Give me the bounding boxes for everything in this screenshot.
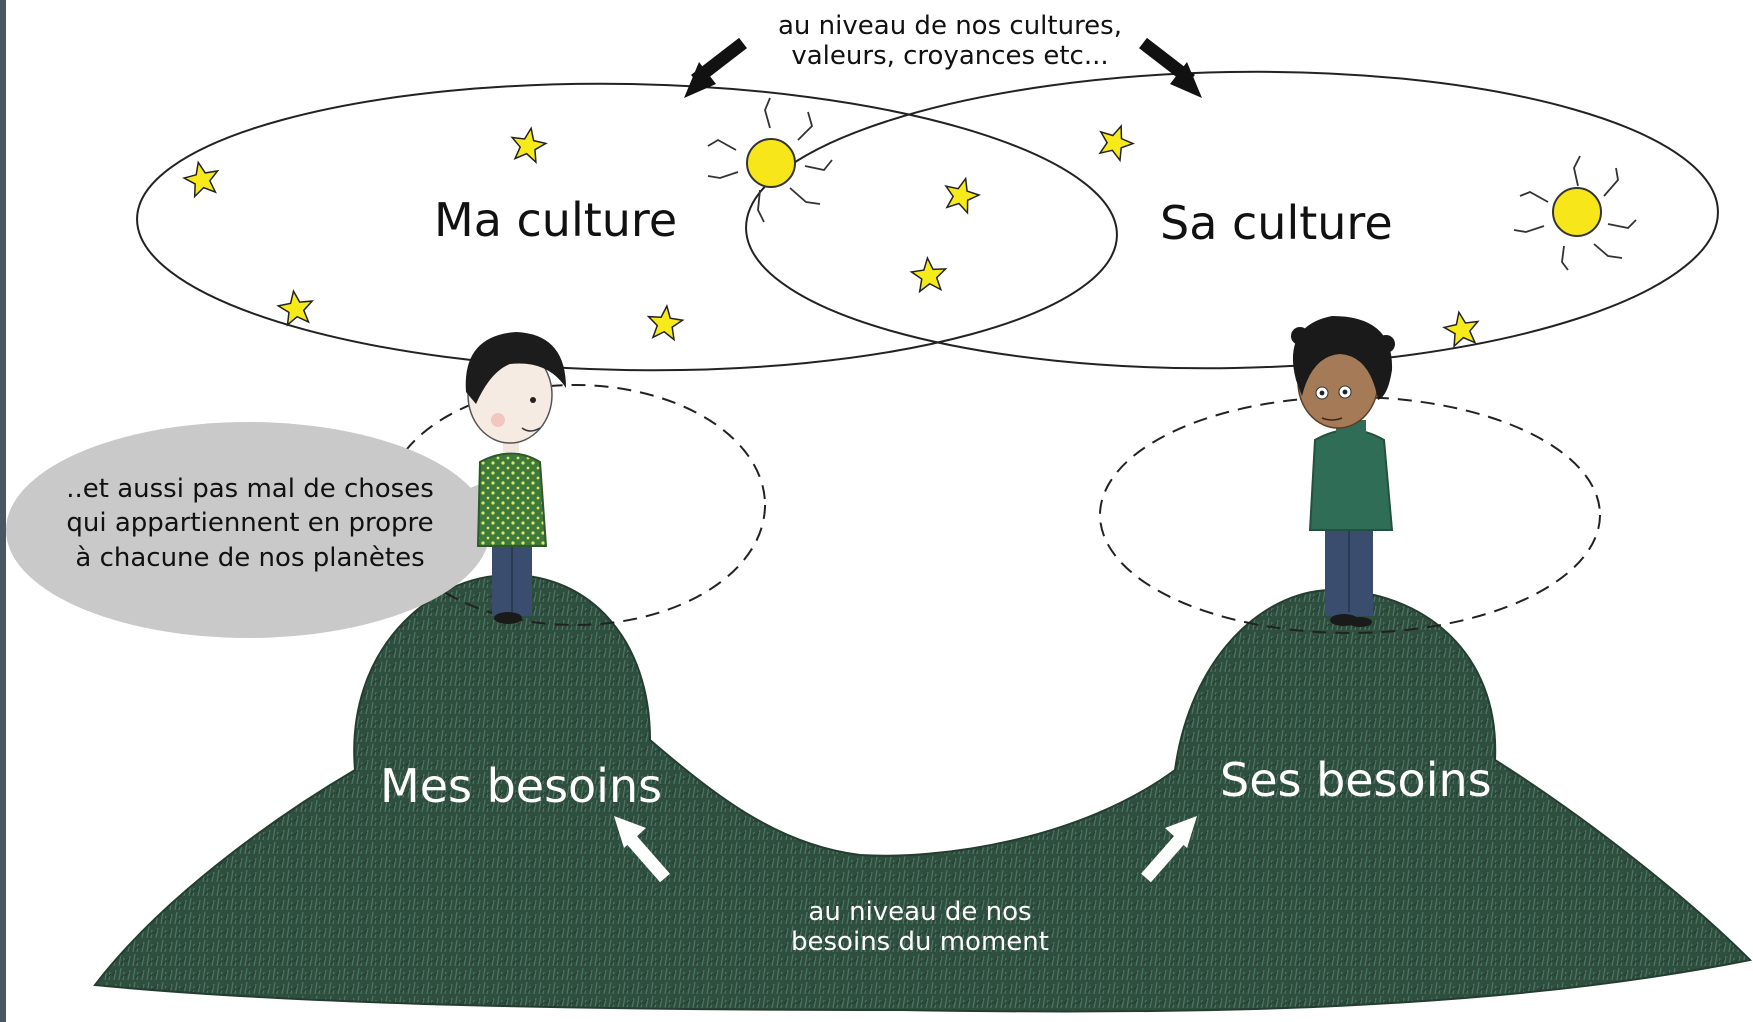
my-needs-label: Mes besoins [380, 759, 663, 813]
speech-line2: qui appartiennent en propre [66, 508, 434, 539]
my-culture-label: Ma culture [434, 193, 678, 247]
speech-line3: à chacune de nos planètes [75, 542, 425, 573]
bottom-note-line1: au niveau de nos [808, 897, 1032, 927]
star-icon [510, 126, 548, 165]
star-icon [909, 256, 948, 294]
their-needs-label: Ses besoins [1220, 753, 1492, 807]
top-note-line2: valeurs, croyances etc... [791, 40, 1109, 71]
bottom-note: au niveau de nos besoins du moment [720, 897, 1120, 958]
sun-icon [1513, 155, 1637, 271]
white-arrow-icon [614, 816, 670, 883]
speech-text: ..et aussi pas mal de choses qui apparti… [40, 472, 460, 575]
star-icon [646, 304, 685, 342]
top-note: au niveau de nos cultures, valeurs, croy… [740, 11, 1160, 72]
their-culture-ellipse [745, 70, 1719, 370]
white-arrow-icon [1141, 816, 1197, 883]
person-icon [465, 332, 566, 624]
left-border [0, 0, 6, 1022]
black-arrow-icon [684, 37, 747, 98]
black-arrow-icon [1139, 37, 1202, 98]
star-icon [944, 176, 982, 215]
speech-line1: ..et aussi pas mal de choses [66, 474, 434, 504]
star-icon [182, 160, 220, 199]
star-icon [1098, 124, 1136, 163]
star-icon [276, 289, 314, 327]
their-culture-label: Sa culture [1160, 196, 1393, 250]
person-icon [1291, 316, 1395, 627]
their-needs-ellipse [1099, 396, 1601, 634]
star-icon [1442, 310, 1480, 349]
bottom-note-line2: besoins du moment [791, 926, 1049, 957]
sun-icon [707, 97, 833, 223]
top-note-line1: au niveau de nos cultures, [778, 11, 1122, 41]
my-culture-ellipse [136, 82, 1118, 372]
grass-hills [93, 573, 1753, 1013]
